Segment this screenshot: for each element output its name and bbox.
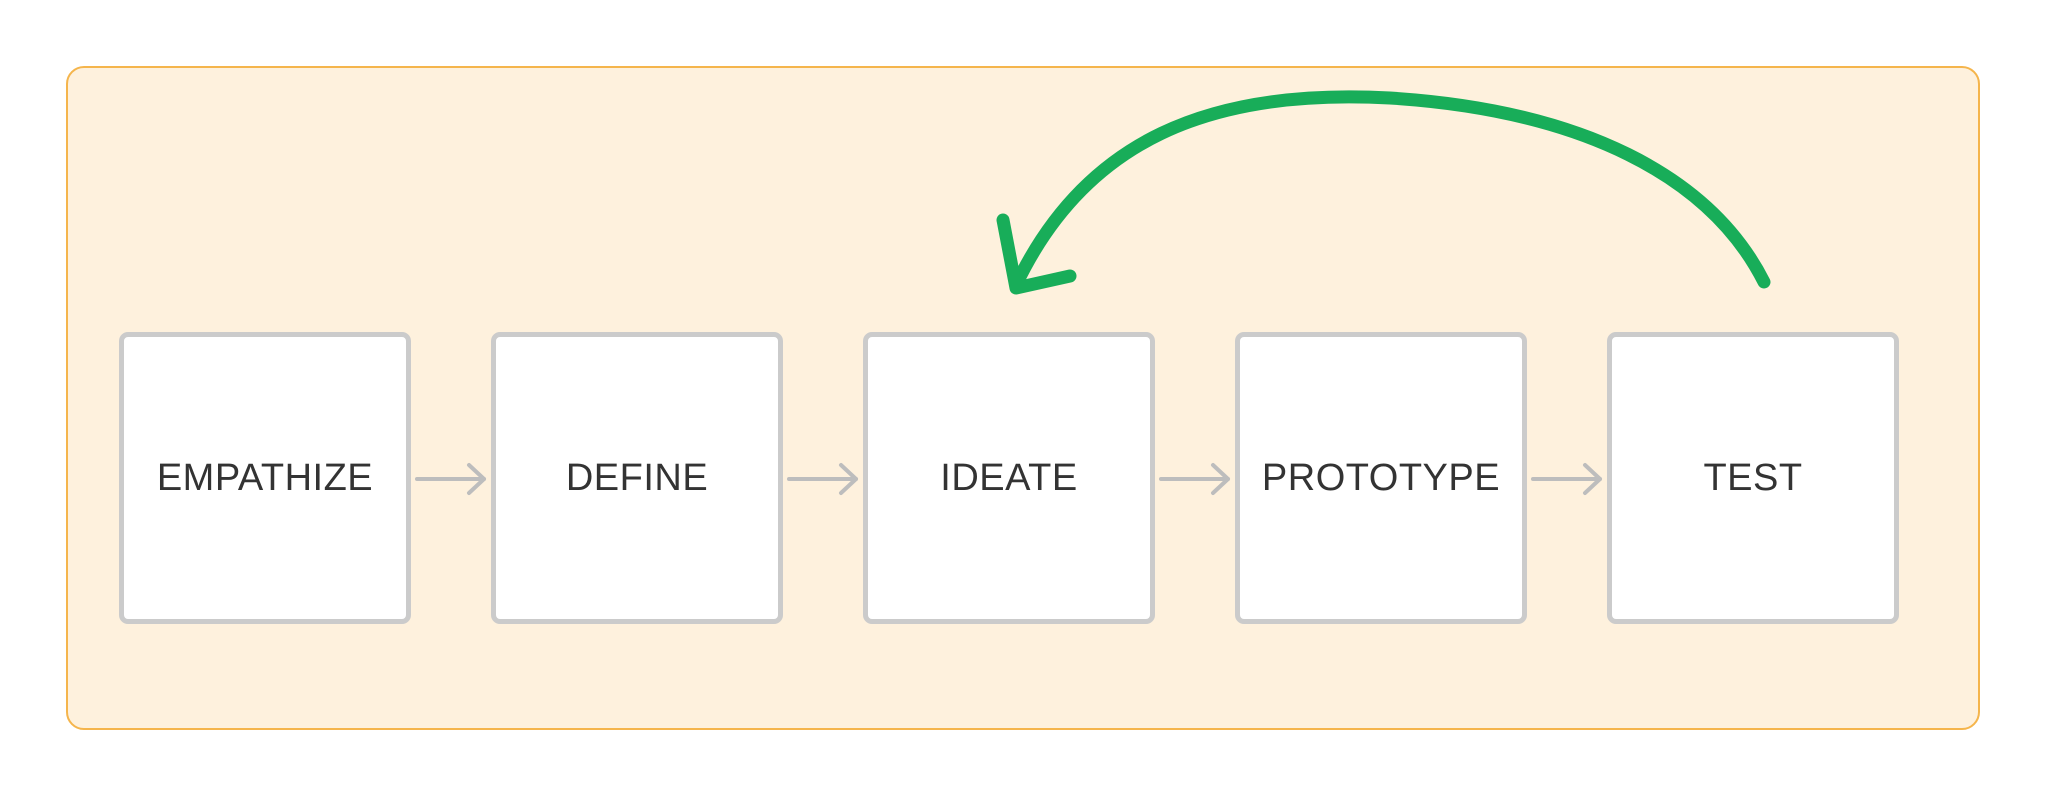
stage-ideate: IDEATE — [863, 332, 1155, 624]
stage-test: TEST — [1607, 332, 1899, 624]
arrow-right-icon — [1159, 463, 1230, 495]
stage-label-test: TEST — [1703, 456, 1803, 499]
loop-back-arrow-icon — [996, 90, 1771, 295]
stage-empathize: EMPATHIZE — [119, 332, 411, 624]
stage-label-prototype: PROTOTYPE — [1261, 456, 1501, 499]
arrow-right-icon — [415, 463, 486, 495]
arrow-right-icon — [787, 463, 858, 495]
arrow-right-icon — [1531, 463, 1602, 495]
stage-label-empathize: EMPATHIZE — [156, 456, 374, 499]
stage-label-ideate: IDEATE — [940, 456, 1078, 499]
stage-prototype: PROTOTYPE — [1235, 332, 1527, 624]
stage-label-define: DEFINE — [565, 456, 709, 499]
stage-define: DEFINE — [491, 332, 783, 624]
